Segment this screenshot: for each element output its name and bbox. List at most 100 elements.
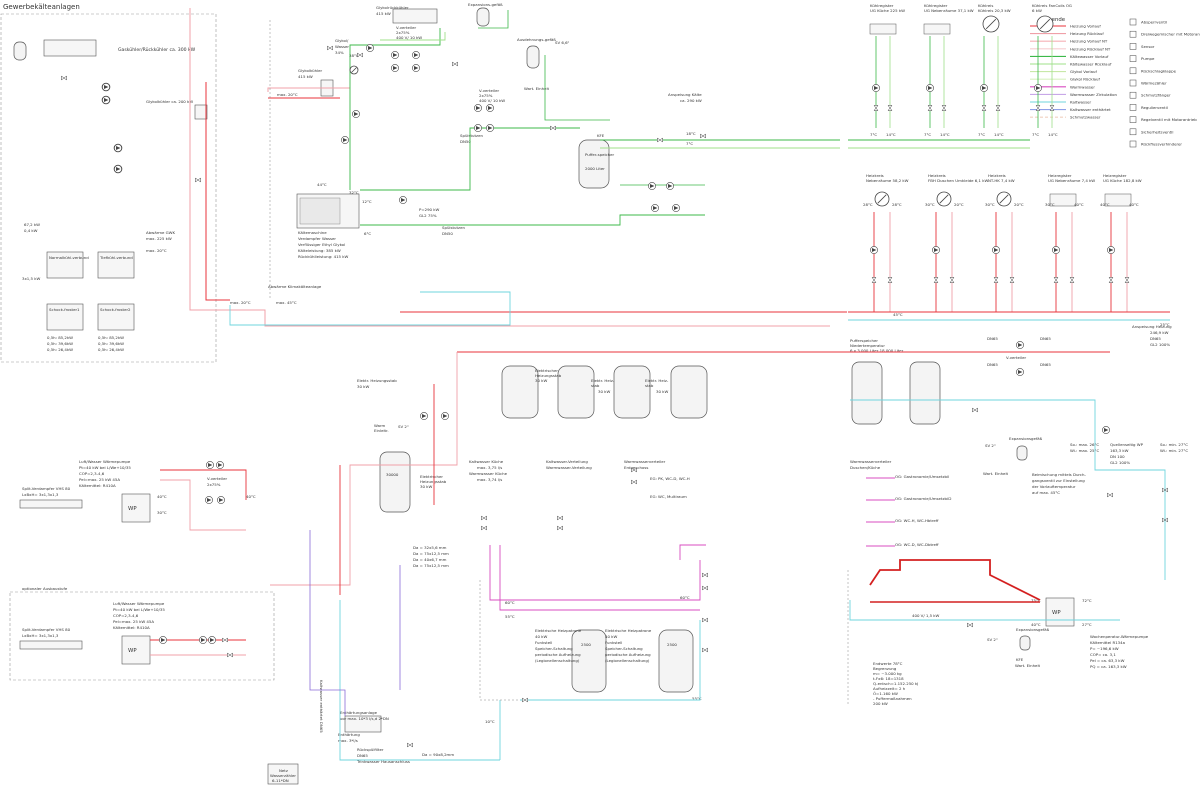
valve-icon [927,105,933,111]
valve-icon [1162,487,1168,493]
legend-symbol-label: Wärmezähler [1141,81,1167,86]
legend-symbol-label: Rückflussverhinderer [1141,142,1182,147]
puffer-temp-1: So.: max. 26°C [1070,442,1099,447]
pump-arrow-icon [653,206,658,210]
pump-arrow-icon [218,463,223,467]
pumpe-2: GL2 75% [419,213,437,218]
glycol-return [380,32,446,41]
luftwp-split-2: LxBxH= 3x1,3x1,3 [22,492,59,497]
pump-arrow-icon [116,146,121,150]
speicher-el-1: Elektr. Heizungsstab [357,378,397,383]
unit-values-1b: 0,5h: 39,6kW [47,341,73,346]
luftwp2-1: Luft/Wasser Wärmepumpe [113,601,165,606]
verbund-top-1: 67,2 kW [24,222,40,227]
speicher-label-2a: Elektr. Heiz- [591,378,615,383]
pump-arrow-icon [116,167,121,171]
anspeisung-heiz-3: DN65 [1150,336,1161,341]
expansion-vessel-left [13,41,27,61]
expansion-vessel-top [476,7,490,27]
valve-icon [481,525,487,531]
pump-arrow-icon [982,86,987,90]
wwv-title-1: Warmwasserverteiler [850,459,892,464]
wp-main-temp-4: 27°C [1082,622,1092,627]
speicher-label-2b: stab [591,383,600,388]
kw-temp-3: 10°C [485,719,495,724]
pump-arrow-icon [201,638,206,642]
trinkwasser-label: Trinkwasser Hausanschluss [356,759,410,764]
valve-icon [631,467,637,473]
legend-symbol-icon [1129,30,1137,38]
unit-values-1a: 0,5h: 85,2kW [47,335,73,340]
valve-icon [702,617,708,623]
heiz-t25: 25°C [1160,322,1170,327]
kuehl-temp: 14°C [994,132,1004,137]
unit-label-4: Schock-froster2 [100,307,131,312]
heat-supply-gewerbe [205,82,230,301]
pump-arrow-icon [1104,428,1109,432]
rueck-2: DN65 [357,753,368,758]
speicher-3 [613,365,651,419]
bw-speicher [379,451,411,513]
pump-arrow-icon [104,85,109,89]
legend-symbol-label: Dreiwegemischer mit Motorantrieb [1141,32,1200,37]
motor-valve-needle-icon [351,67,357,73]
heiz-title: Heizregister [1048,173,1072,178]
luftwp2-unit [121,635,151,665]
pump-arrow-icon [443,414,448,418]
heiz-title: Heizkreis [866,173,884,178]
wp-main-unit [1045,597,1075,627]
pump-arrow-icon [161,638,166,642]
kaeltemaschine-1: Kältemaschine [298,230,327,235]
ww-vert-1: Warmwasserverteiler [624,459,666,464]
anspeisung-heiz-2: 246,9 kW [1150,330,1169,335]
valve-icon [871,277,877,283]
legend-symbol-icon [1129,91,1137,99]
ausdehnung-label: Ausdehnungs-gefäß [517,37,556,42]
heiz-temp: 28°C [863,202,873,207]
pump-arrow-icon [1109,248,1114,252]
legend-symbol-label: Regelventil mit Motorantrieb [1141,117,1197,122]
pump-arrow-icon [1054,248,1059,252]
heat-return-luftwp [160,479,246,531]
wp-fuss-8: - Puffermaßnahmen [873,696,912,701]
gaskuehler-unit [43,39,97,57]
pump-arrow-icon [488,106,493,110]
valve-icon [357,52,363,58]
circulation-a [309,530,346,716]
kuehl-sub: Kühlreis 20,3 kW [978,8,1011,13]
beimisch-4: auf max. 45°C [1032,490,1060,495]
schockfroster2-unit [97,303,135,331]
kuehl-title: Kühlreis FanCoils OG [1032,3,1072,8]
pump-arrow-icon [874,86,879,90]
valve-icon [967,622,973,628]
legend-symbol-icon [1129,140,1137,148]
einhorn-1: Elektrischer [420,474,443,479]
luftwp2-5: Kältemittel: R410A [113,625,150,630]
heat-supply-luftwp [160,469,247,500]
wart-label: Wart. Einheit [524,86,550,91]
abwaerme-2: max. 225 kW [146,236,172,241]
luftwp2-frame [9,591,275,681]
wp-main-temp-2: 72°C [1082,598,1092,603]
valve-icon [1049,105,1055,111]
luftwp-v-2: 2x75% [207,482,221,487]
wp-main-2: Kältemittel R134a [1090,640,1126,645]
kw-enth-vert: Kaltwasser enthärtet DN65 [319,680,324,733]
valve-icon [61,75,67,81]
pipe-3: Da = 40x6,7 mm [413,557,447,562]
legend-line-label: Kaltwasser enthärtet [1070,107,1111,112]
kaeltemaschine-4: Kälteleistung: 385 kW [298,248,341,253]
luftwp2-2: Pt=40 kW bei L/We+10/35 [113,607,165,612]
unit-values-2c: 0,5h: 26,4kW [98,347,124,352]
kuehl-temp: 7°C [978,132,985,137]
puffer-dn-3: DN65 [987,362,998,367]
tiefkuehl-unit [97,251,135,279]
pump-arrow-icon [422,414,427,418]
pipe-1: Da = 32x5,6 mm [413,545,447,550]
pump-arrow-icon [368,46,373,50]
max20-label: max. 20°C [230,300,251,305]
temp-32: 32°C [349,190,359,195]
heiz-temp: 20°C [954,202,964,207]
